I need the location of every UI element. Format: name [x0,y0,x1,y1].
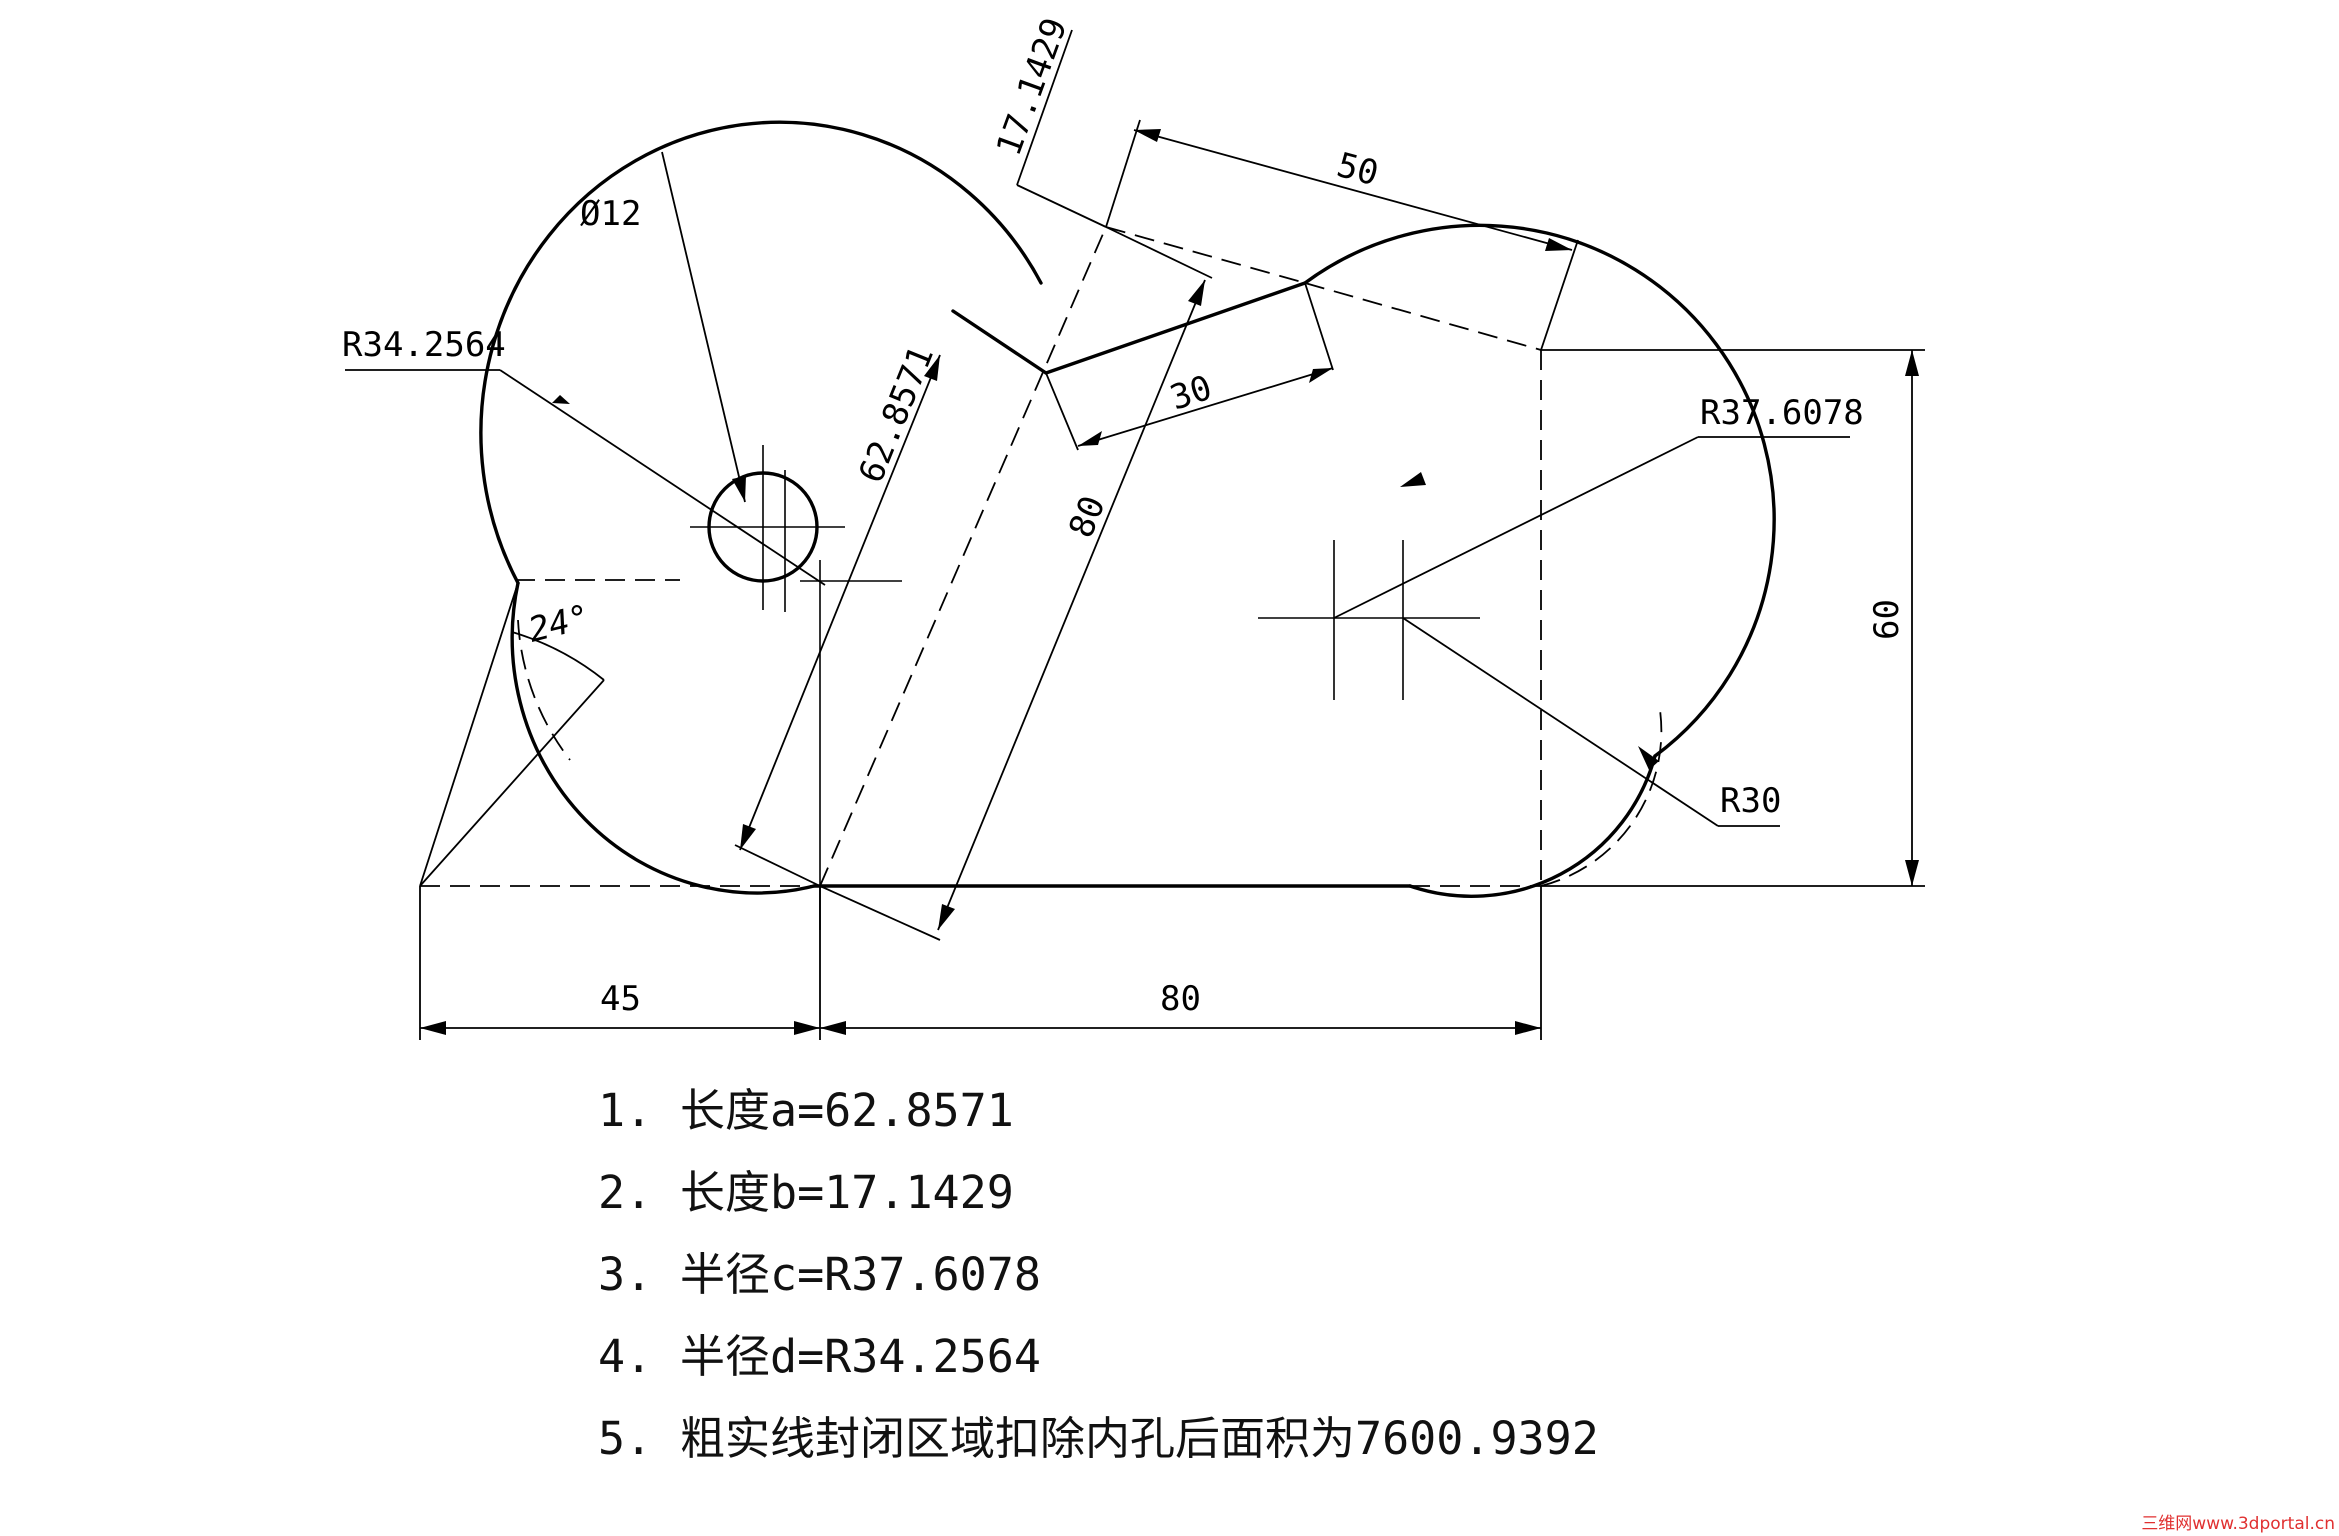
note-text: 长度b=17.1429 [680,1166,1014,1219]
note-text: 粗实线封闭区域扣除内孔后面积为7600.9392 [680,1412,1599,1465]
note-text: 半径d=R34.2564 [680,1330,1041,1383]
dim-slot-depth: 30 [1165,368,1216,419]
dim-slant-len: 80 [1061,490,1113,543]
note-item: 2. 长度b=17.1429 [598,1152,1599,1234]
dimension-texts: Ø12 R34.2564 R37.6078 R30 24° 45 80 60 5… [342,13,1907,1019]
note-number: 4. [598,1330,653,1383]
note-text: 长度a=62.8571 [680,1084,1014,1137]
dim-r-large-left: R34.2564 [342,325,506,365]
note-number: 5. [598,1412,653,1465]
note-item: 4. 半径d=R34.2564 [598,1316,1599,1398]
dim-height: 60 [1867,599,1907,640]
wedge-lines [419,582,605,887]
note-item: 5. 粗实线封闭区域扣除内孔后面积为7600.9392 [598,1398,1599,1480]
notes-list: 1. 长度a=62.8571 2. 长度b=17.1429 3. 半径c=R37.60… [598,1070,1599,1480]
dim-len-a: 62.8571 [851,341,942,489]
dim-angle: 24° [525,597,594,651]
part-outline [479,120,1776,898]
note-number: 3. [598,1248,653,1301]
note-text: 半径c=R37.6078 [680,1248,1041,1301]
note-number: 1. [598,1084,653,1137]
dim-bottom-left: 45 [600,979,641,1019]
dim-len-b: 17.1429 [989,13,1076,161]
note-item: 3. 半径c=R37.6078 [598,1234,1599,1316]
center-lines [690,445,1480,930]
construction-lines [420,226,1663,887]
dim-r-bottom-right: R30 [1720,781,1781,821]
note-item: 1. 长度a=62.8571 [598,1070,1599,1152]
dim-bottom-right: 80 [1160,979,1201,1019]
dim-r-right: R37.6078 [1700,393,1864,433]
dim-diameter: Ø12 [580,194,641,234]
watermark: 三维网www.3dportal.cn [2141,1514,2335,1534]
note-number: 2. [598,1166,653,1219]
arrowheads [420,129,1919,1035]
extension-lines [419,119,1925,1040]
dimension-lines [345,29,1913,1029]
